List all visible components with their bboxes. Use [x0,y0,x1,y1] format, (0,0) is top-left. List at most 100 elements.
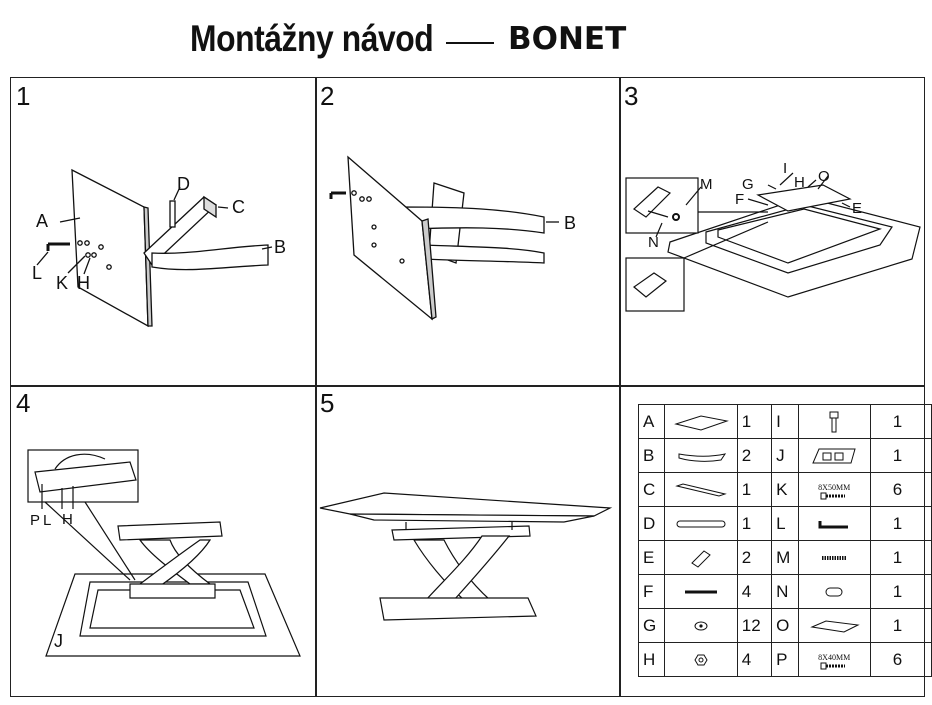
part-quantity: 4 [736,574,773,609]
part-letter: L [771,506,799,541]
part-quantity: 12 [736,608,773,643]
label-H: H [77,273,90,293]
label-L: L [43,512,51,529]
part-letter: F [637,574,666,609]
label-M: M [700,176,713,193]
part-quantity: 2 [736,540,773,575]
part-letter: B [637,438,666,473]
step-1-panel: 1 A C B [10,77,314,384]
title-row: Montážny návod BONET [0,18,932,66]
step-4-diagram: P L H J [27,449,301,657]
part-letter: O [771,608,799,643]
step-number: 1 [16,81,31,111]
nut-icon [664,642,738,677]
part-letter: I [771,404,799,439]
part-letter: J [771,438,799,473]
rod-icon [664,506,738,541]
label-G: G [742,176,754,193]
part-quantity: 1 [869,574,932,609]
page-title: Montážny návod [190,18,434,59]
part-letter: M [771,540,799,575]
straight-leg-icon [664,472,738,507]
part-quantity: 6 [869,642,932,677]
block-icon [664,540,738,575]
part-letter: K [771,472,799,507]
instruction-grid [10,77,925,697]
label-I: I [783,160,787,177]
part-quantity: 1 [869,438,932,473]
part-letter: N [771,574,799,609]
label-J: J [54,631,63,651]
step-number: 3 [624,81,639,111]
label-C: C [232,197,245,217]
label-K: K [56,273,68,293]
part-letter: G [637,608,666,643]
spring-icon [797,540,871,575]
step-3-diagram: M N I G H O F E [625,160,921,312]
step-5-diagram [319,492,613,621]
washer-icon [664,608,738,643]
grid-divider [11,385,924,387]
part-quantity: 2 [736,438,773,473]
label-H: H [794,174,805,191]
screw-icon: 8X50MM [797,472,871,507]
step-number: 4 [16,388,31,418]
pin-icon [664,574,738,609]
part-letter: P [771,642,799,677]
label-E: E [852,200,862,217]
part-quantity: 6 [869,472,932,507]
label-B: B [274,237,286,257]
title-dash [446,42,494,44]
step-4-panel: 4 P L H J [10,384,314,697]
step-5-panel: 5 [314,384,618,697]
dowel-icon [797,574,871,609]
part-quantity: 1 [736,506,773,541]
part-quantity: 1 [869,540,932,575]
part-quantity: 4 [736,642,773,677]
part-quantity: 1 [869,608,932,643]
label-A: A [36,211,48,231]
part-size-label: 8X50MM [818,482,851,492]
part-size-label: 8X40MM [818,652,851,662]
part-letter: H [637,642,666,677]
screw-icon: 8X40MM [797,642,871,677]
frame-icon [797,438,871,473]
label-N: N [648,234,659,251]
part-quantity: 1 [869,506,932,541]
bolt-icon [797,404,871,439]
step-number: 2 [320,81,335,111]
part-quantity: 1 [736,472,773,507]
step-2-diagram: B [329,155,576,321]
curved-leg-icon [664,438,738,473]
step-1-diagram: A C B D L K H [32,168,286,328]
product-name: BONET [508,21,627,57]
part-quantity: 1 [869,404,932,439]
part-letter: D [637,506,666,541]
label-O: O [818,168,830,185]
part-letter: A [637,404,666,439]
label-D: D [177,174,190,194]
grid-divider [315,78,317,696]
label-H: H [62,511,73,528]
label-B: B [564,213,576,233]
step-number: 5 [320,388,335,418]
tabletop-board-icon [664,404,738,439]
allen-key-icon [797,506,871,541]
part-quantity: 1 [736,404,773,439]
grid-divider [619,78,621,696]
step-2-panel: 2 B [314,77,618,384]
label-L: L [32,263,42,283]
part-letter: C [637,472,666,507]
step-3-panel: 3 M N I G [618,77,925,384]
part-letter: E [637,540,666,575]
label-P: P [30,512,40,529]
